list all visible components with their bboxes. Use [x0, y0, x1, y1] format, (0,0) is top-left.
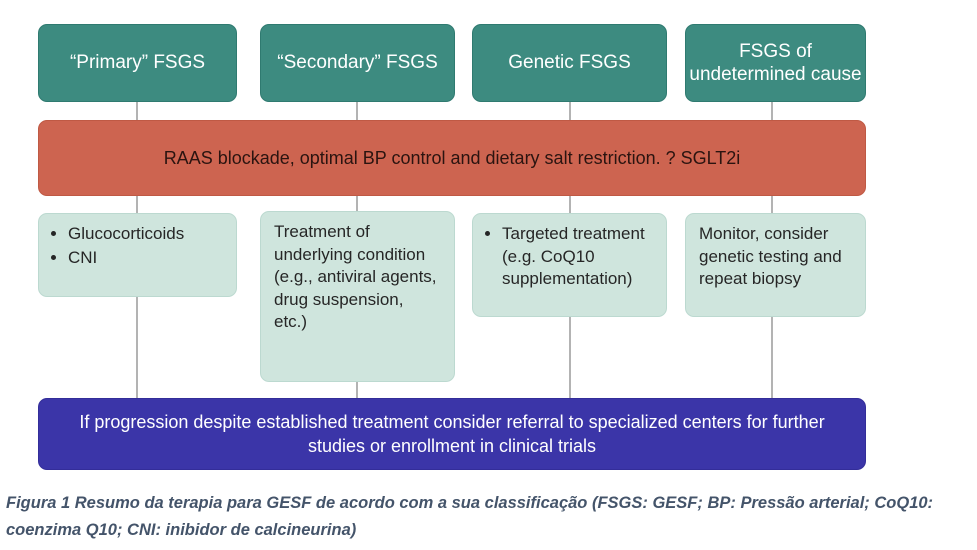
progression-referral-text: If progression despite established treat…	[79, 411, 825, 456]
treatment-box: GlucocorticoidsCNI	[38, 213, 237, 297]
category-box-label: FSGS of undetermined cause	[689, 40, 862, 85]
treatment-bullet-item: Glucocorticoids	[68, 223, 223, 246]
category-box: “Primary” FSGS	[38, 24, 237, 102]
connector-line	[771, 316, 773, 400]
connector-line	[569, 316, 571, 400]
connector-line	[356, 381, 358, 400]
progression-referral-band: If progression despite established treat…	[38, 398, 866, 470]
treatment-paragraph: Treatment of underlying condition (e.g.,…	[274, 222, 437, 332]
treatment-bullet-item: Targeted treatment (e.g. CoQ10 supplemen…	[502, 223, 653, 291]
category-box: “Secondary” FSGS	[260, 24, 455, 102]
treatment-bullet-list: GlucocorticoidsCNI	[52, 223, 223, 269]
treatment-paragraph: Monitor, consider genetic testing and re…	[699, 224, 842, 289]
treatment-box: Treatment of underlying condition (e.g.,…	[260, 211, 455, 382]
category-box-label: Genetic FSGS	[508, 52, 631, 74]
treatment-bullet-item: CNI	[68, 247, 223, 270]
treatment-bullet-list: Targeted treatment (e.g. CoQ10 supplemen…	[486, 223, 653, 291]
connector-line	[136, 296, 138, 400]
treatment-box-content: Targeted treatment (e.g. CoQ10 supplemen…	[486, 223, 653, 292]
treatment-box-content: Monitor, consider genetic testing and re…	[699, 223, 852, 291]
raas-blockade-text: RAAS blockade, optimal BP control and di…	[163, 147, 741, 168]
figure-caption: Figura 1 Resumo da terapia para GESF de …	[6, 494, 934, 540]
treatment-box-content: GlucocorticoidsCNI	[52, 223, 223, 270]
treatment-box-content: Treatment of underlying condition (e.g.,…	[274, 221, 441, 334]
category-box: Genetic FSGS	[472, 24, 667, 102]
treatment-box: Monitor, consider genetic testing and re…	[685, 213, 866, 317]
category-box-label: “Primary” FSGS	[69, 52, 206, 74]
category-box: FSGS of undetermined cause	[685, 24, 866, 102]
raas-blockade-band: RAAS blockade, optimal BP control and di…	[38, 120, 866, 196]
treatment-box: Targeted treatment (e.g. CoQ10 supplemen…	[472, 213, 667, 317]
fsgs-therapy-flowchart: “Primary” FSGS “Secondary” FSGS Genetic FS…	[0, 0, 977, 486]
category-box-label: “Secondary” FSGS	[277, 52, 438, 74]
